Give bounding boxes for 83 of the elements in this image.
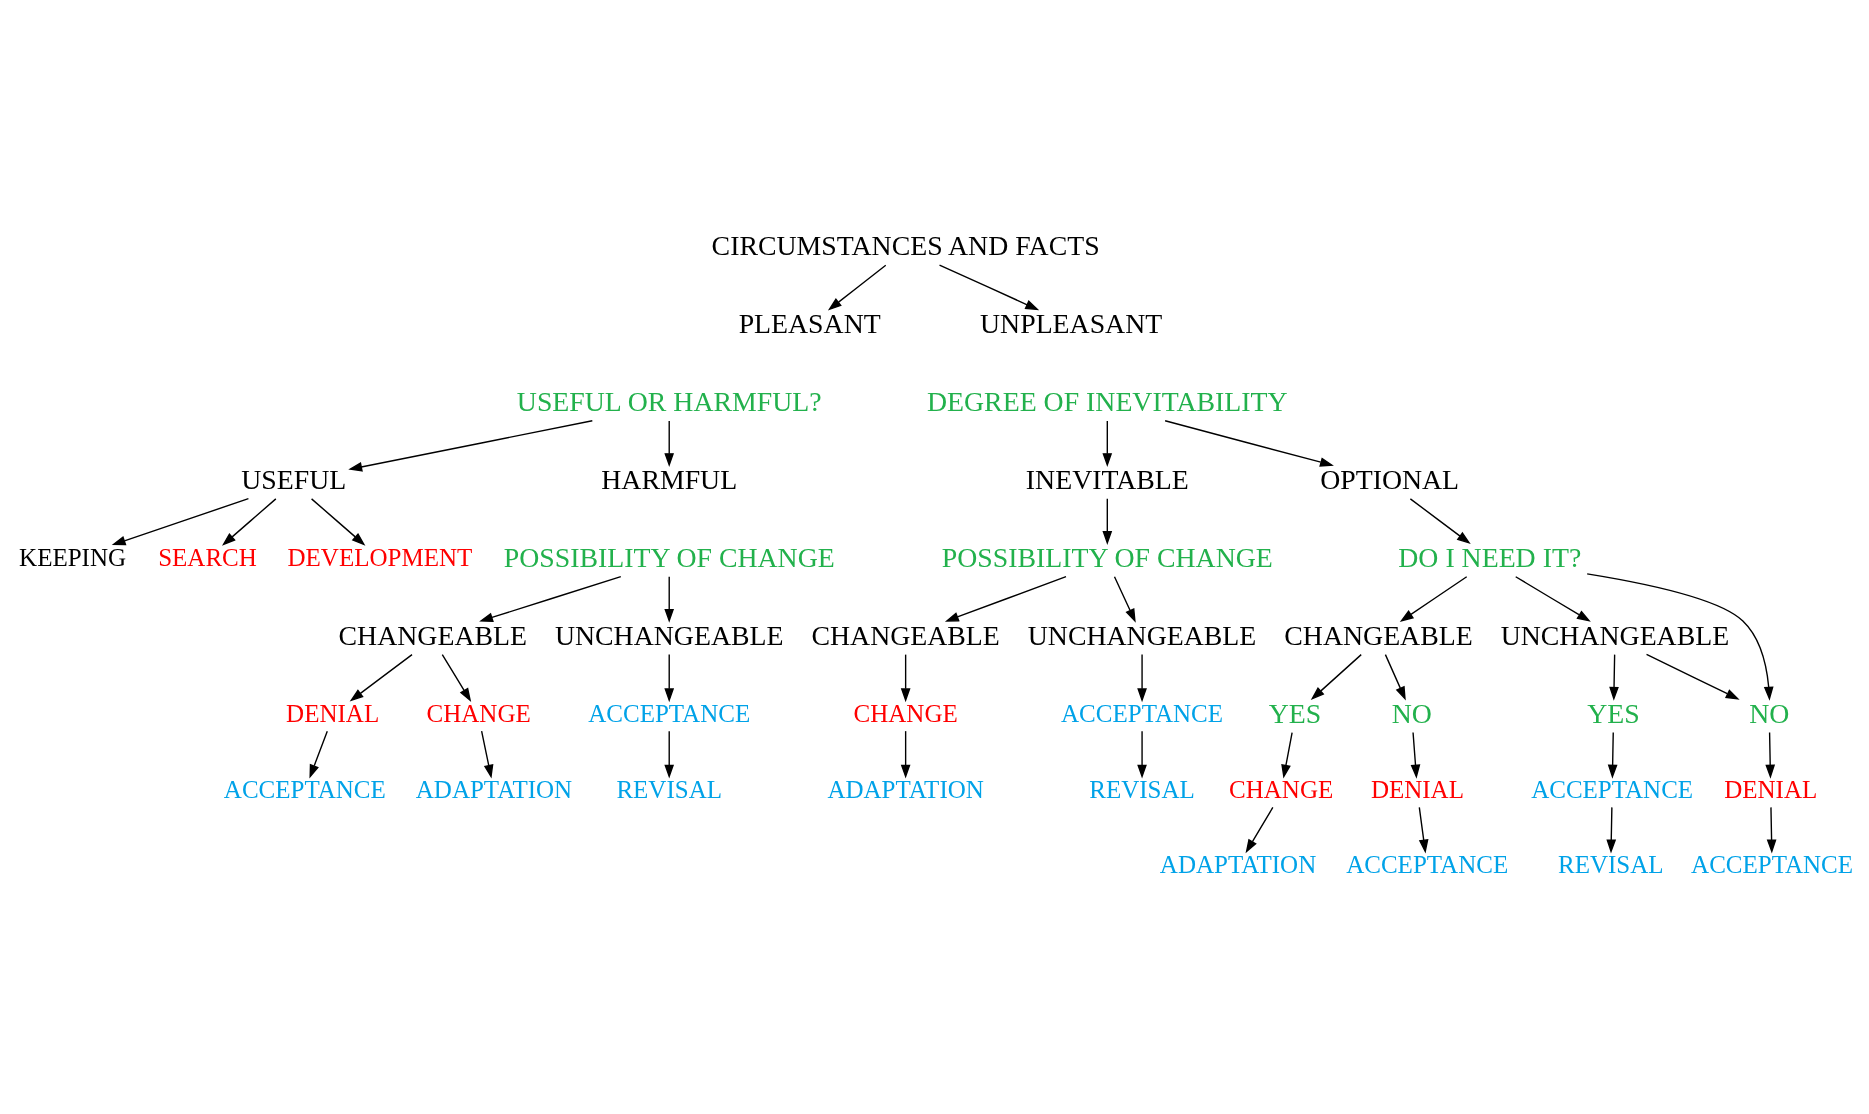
node-text: UNCHANGEABLE — [554, 619, 784, 651]
arrow — [1102, 420, 1113, 468]
node-text: PLEASANT — [738, 308, 881, 340]
node-text: CIRCUMSTANCES AND FACTS — [711, 230, 1100, 262]
node-text: DEVELOPMENT — [287, 543, 473, 571]
node-text: DEGREE OF INEVITABILITY — [926, 385, 1288, 417]
node-text: ACCEPTANCE — [1691, 851, 1854, 879]
arrow — [480, 730, 494, 779]
node-text: ADAPTATION — [1159, 851, 1317, 879]
node-text: ACCEPTANCE — [223, 776, 386, 804]
node-text: NO — [1391, 697, 1432, 729]
arrow — [1645, 653, 1740, 700]
arrow — [1399, 576, 1468, 622]
arrow — [664, 420, 675, 468]
node-text: REVISAL — [1089, 776, 1195, 804]
arrow — [1245, 806, 1274, 854]
node-text: UNCHANGEABLE — [1500, 619, 1730, 651]
arrow — [900, 730, 911, 779]
arrow — [348, 420, 593, 472]
arrow — [664, 576, 675, 623]
arrow — [1113, 576, 1136, 623]
arrow — [1384, 653, 1406, 701]
arrow — [1102, 498, 1113, 545]
node-text: HARMFUL — [601, 463, 738, 495]
arrow — [1137, 730, 1147, 779]
arrow — [1418, 806, 1429, 854]
node-text: REVISAL — [616, 776, 723, 804]
node-text: DENIAL — [1724, 776, 1818, 804]
node-text: CHANGE — [853, 699, 958, 727]
arrow — [1410, 731, 1421, 779]
arrow — [1409, 498, 1471, 545]
arrow — [1515, 576, 1591, 622]
node-text: ACCEPTANCE — [1346, 851, 1509, 879]
node-text: UNCHANGEABLE — [1027, 619, 1257, 651]
node-text: DENIAL — [286, 699, 380, 727]
node-text: KEEPING — [19, 543, 127, 571]
node-text: NO — [1749, 697, 1790, 729]
arrow — [349, 653, 413, 702]
arrow — [1765, 731, 1776, 779]
node-text: POSSIBILITY OF CHANGE — [941, 541, 1273, 573]
arrow — [900, 653, 911, 703]
node-text: SEARCH — [158, 543, 257, 571]
arrow — [1607, 731, 1618, 779]
arrow — [441, 653, 472, 702]
node-text: OPTIONAL — [1320, 463, 1460, 495]
node-text: CHANGEABLE — [811, 619, 1000, 651]
arrow — [1164, 420, 1334, 467]
arrow — [309, 730, 328, 779]
arrow — [111, 497, 250, 546]
arrow — [944, 575, 1067, 622]
node-text: USEFUL — [241, 463, 347, 495]
node-text: POSSIBILITY OF CHANGE — [503, 541, 835, 573]
node-text: ADAPTATION — [827, 776, 984, 804]
arrow — [222, 498, 277, 546]
node-text: YES — [1587, 697, 1640, 729]
arrow — [1766, 806, 1777, 854]
arrow — [1609, 653, 1619, 701]
node-text: USEFUL OR HARMFUL? — [516, 385, 822, 417]
arrow — [1606, 806, 1617, 854]
arrow — [1281, 731, 1293, 779]
node-text: REVISAL — [1557, 851, 1664, 879]
arrow — [1586, 573, 1774, 701]
node-text: CHANGE — [1229, 776, 1334, 804]
arrow — [1310, 653, 1362, 701]
node-text: ADAPTATION — [415, 776, 573, 804]
node-text: INEVITABLE — [1025, 463, 1189, 495]
node-text: DENIAL — [1370, 776, 1464, 804]
arrow — [310, 498, 366, 546]
node-text: CHANGEABLE — [338, 619, 527, 651]
arrow — [664, 653, 675, 703]
arrow — [938, 264, 1040, 311]
arrow — [664, 730, 675, 779]
arrow — [479, 575, 622, 622]
node-text: CHANGEABLE — [1284, 619, 1473, 651]
node-text: CHANGE — [426, 699, 531, 727]
node-text: ACCEPTANCE — [1531, 776, 1694, 804]
node-text: YES — [1268, 697, 1322, 729]
node-text: ACCEPTANCE — [1061, 699, 1224, 727]
node-text: DO I NEED IT? — [1398, 541, 1582, 573]
arrow — [1137, 653, 1147, 703]
arrow — [827, 264, 887, 311]
node-text: ACCEPTANCE — [588, 699, 751, 727]
node-text: UNPLEASANT — [980, 308, 1163, 340]
